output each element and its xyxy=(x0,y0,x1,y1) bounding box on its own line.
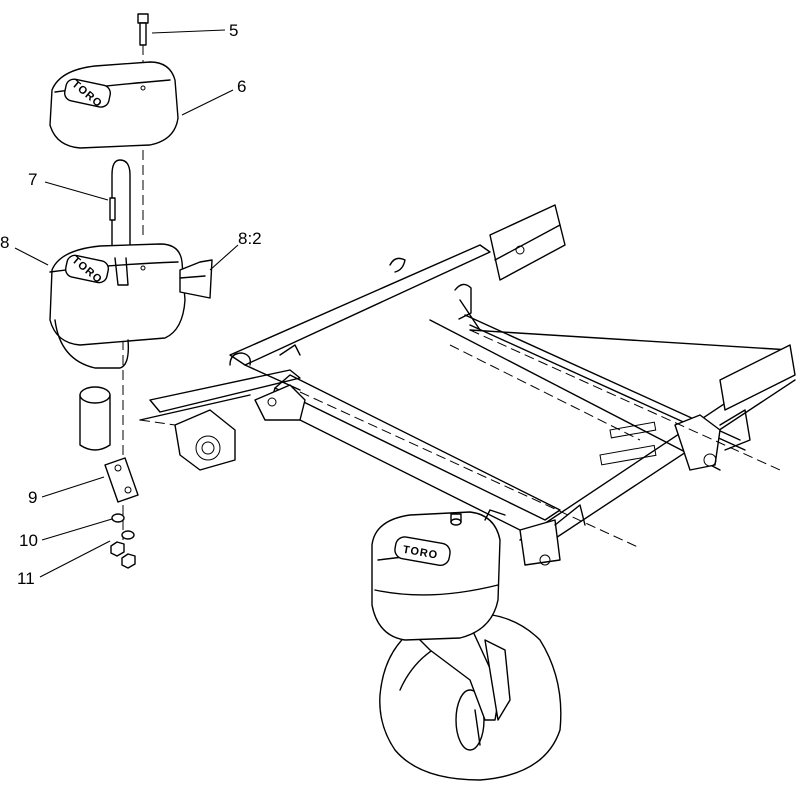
frame-assembly xyxy=(139,204,796,566)
callout-5: 5 xyxy=(151,21,238,40)
callout-11: 11 xyxy=(17,540,111,588)
mounting-bracket xyxy=(104,457,139,503)
weight-cap: TORO xyxy=(49,61,179,149)
callout-label: 8:2 xyxy=(238,229,262,248)
spacer-tube xyxy=(79,386,111,451)
callout-9: 9 xyxy=(28,476,105,507)
callout-label: 7 xyxy=(28,170,37,189)
callout-10: 10 xyxy=(19,518,113,550)
front-weight: TORO xyxy=(371,509,506,641)
callout-label: 8 xyxy=(0,233,9,252)
weight-block: TORO xyxy=(49,243,186,369)
callout-6: 6 xyxy=(181,77,246,116)
callout-8-2: 8:2 xyxy=(209,229,262,271)
callout-label: 10 xyxy=(19,531,38,550)
caster-fork xyxy=(409,624,511,721)
callout-8: 8 xyxy=(0,233,49,266)
u-bolt xyxy=(109,159,131,249)
callout-label: 5 xyxy=(229,21,238,40)
caster-wheel xyxy=(379,612,562,781)
washer xyxy=(111,513,135,540)
callout-label: 11 xyxy=(17,569,35,588)
callout-7: 7 xyxy=(28,170,109,201)
weight-stack-left: TORO TORO xyxy=(49,13,213,569)
decal xyxy=(179,259,213,299)
callout-label: 9 xyxy=(28,488,37,507)
front-caster-assembly: TORO xyxy=(371,509,562,781)
nut xyxy=(110,541,136,569)
bolt xyxy=(137,13,149,46)
callout-label: 6 xyxy=(237,77,246,96)
